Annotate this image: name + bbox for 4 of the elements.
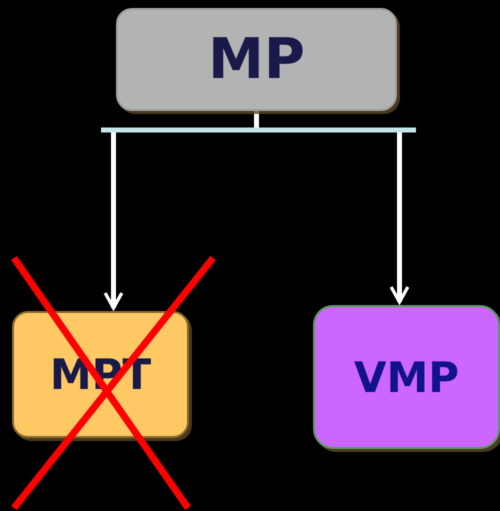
process-box xyxy=(116,8,397,111)
process-box xyxy=(313,305,500,449)
box-label: MP xyxy=(208,27,305,92)
box-label: VMP xyxy=(354,352,460,402)
